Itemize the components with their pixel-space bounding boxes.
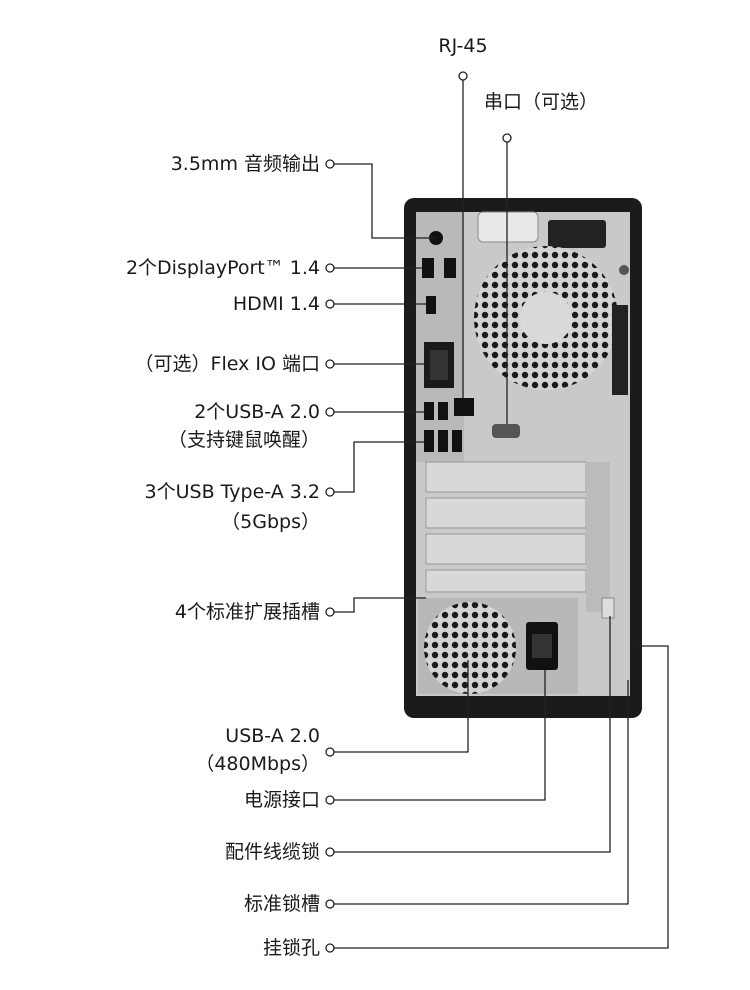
power-supply bbox=[418, 597, 615, 694]
serial-port-icon bbox=[492, 424, 520, 438]
label-displayport: 2个DisplayPort™ 1.4 bbox=[125, 257, 320, 279]
label-padlock: 挂锁孔 bbox=[262, 937, 320, 959]
displayport-2-icon bbox=[444, 258, 456, 278]
label-rj45: RJ-45 bbox=[438, 35, 488, 57]
expansion-slots bbox=[425, 461, 610, 612]
label-cable-lock: 配件线缆锁 bbox=[224, 841, 320, 863]
label-audio: 3.5mm 音频输出 bbox=[170, 153, 320, 175]
leader-lines bbox=[330, 76, 669, 949]
label-power: 电源接口 bbox=[243, 789, 320, 811]
label-usb20-line1: 2个USB-A 2.0 bbox=[194, 401, 320, 423]
label-usb32-line1: 3个USB Type-A 3.2 bbox=[144, 481, 320, 503]
label-usb32-line2: （5Gbps） bbox=[221, 511, 320, 533]
label-flexio: （可选）Flex IO 端口 bbox=[134, 353, 320, 375]
rj45-port-icon bbox=[454, 398, 474, 416]
hdmi-port-icon bbox=[426, 296, 436, 314]
label-usb20-line2: （支持键鼠唤醒） bbox=[167, 429, 320, 451]
io-ports bbox=[422, 231, 520, 452]
label-std-lock: 标准锁槽 bbox=[243, 893, 320, 915]
label-dots bbox=[325, 71, 512, 953]
label-usb-rear-line2: （480Mbps） bbox=[195, 753, 320, 775]
label-hdmi: HDMI 1.4 bbox=[232, 293, 320, 315]
displayport-1-icon bbox=[422, 258, 434, 278]
label-serial: 串口（可选） bbox=[484, 91, 599, 113]
label-slots: 4个标准扩展插槽 bbox=[174, 601, 320, 623]
label-usb-rear-line1: USB-A 2.0 bbox=[225, 725, 320, 747]
